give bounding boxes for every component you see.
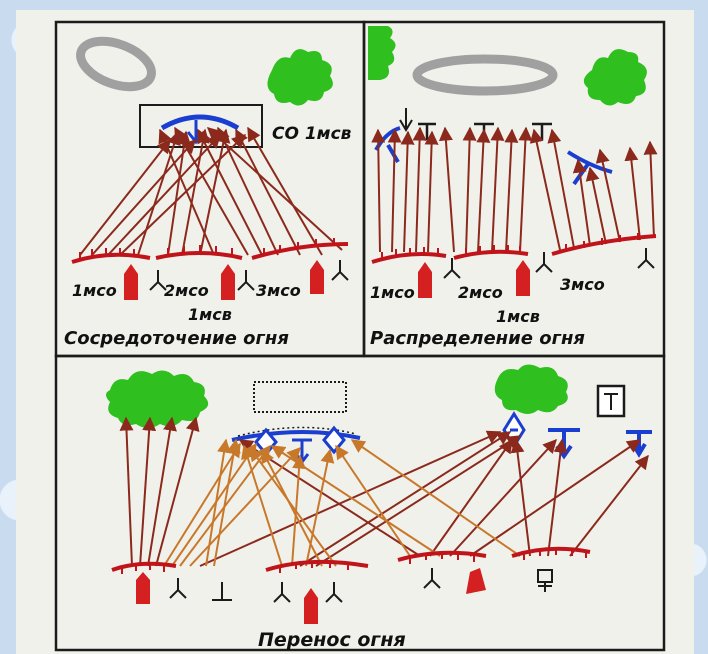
platoon-label: 1мсв <box>496 307 540 326</box>
atgm-icon <box>273 582 291 603</box>
friendly-trenches <box>71 242 349 264</box>
bmp-icon <box>304 588 318 624</box>
atgm-icon <box>423 568 441 589</box>
bmp-icon <box>124 264 138 300</box>
paper-sheet <box>16 10 694 654</box>
trench-ticks <box>381 233 639 259</box>
unit-label-1: 1мсо <box>370 283 415 302</box>
atgm-icon <box>169 578 187 599</box>
unit-label-2: 2мсо <box>458 283 503 302</box>
fire-arrows-concentration <box>79 126 343 256</box>
trench-ticks <box>79 238 335 259</box>
atgm-icon <box>535 252 553 273</box>
panel-top-left: СО 1мсв <box>64 36 352 349</box>
atgm-icon <box>443 258 461 279</box>
unit-label-2: 2мсо <box>164 281 209 300</box>
bunker-icon <box>596 384 626 418</box>
bmp-icon <box>221 264 235 300</box>
platoon-label: 1мсв <box>188 305 232 324</box>
lake-icon <box>412 54 558 96</box>
bmp-icon <box>516 260 530 296</box>
antitank-gun-icon <box>212 582 232 601</box>
bmp-icon <box>136 572 150 604</box>
atgm-icon <box>237 270 255 291</box>
atgm-icon <box>637 248 655 269</box>
atgm-icon <box>149 270 167 291</box>
panel-caption: Перенос огня <box>258 629 406 651</box>
target-area <box>253 381 347 413</box>
unit-label-1: 1мсо <box>72 281 117 300</box>
panel-caption: Сосредоточение огня <box>64 328 289 349</box>
trench-ticks <box>121 548 587 574</box>
bunker-icon <box>537 569 553 592</box>
fire-arrows-direct <box>119 416 649 567</box>
bmp-icon <box>466 568 486 594</box>
forest-icon <box>494 364 568 414</box>
unit-label-3: 3мсо <box>560 275 605 294</box>
panel-caption: Распределение огня <box>370 328 585 349</box>
bmp-icon <box>418 262 432 298</box>
forest-icon <box>368 26 396 80</box>
bmp-icon <box>310 260 324 294</box>
panel-bottom-frame <box>54 354 666 652</box>
forest-icon <box>583 49 647 106</box>
fire-arrows-transfer <box>163 438 521 567</box>
panel-bottom: Перенос огня <box>106 364 652 651</box>
target-label: СО 1мсв <box>272 124 352 144</box>
atgm-icon <box>325 582 343 603</box>
unit-label-3: 3мсо <box>256 281 301 300</box>
lake-icon <box>76 36 156 92</box>
forest-icon <box>106 370 209 428</box>
atgm-icon <box>331 260 349 281</box>
panel-top-right: 1мсо 2мсо 3мсо 1мсв Распределение огня <box>368 26 658 349</box>
forest-icon <box>267 49 333 106</box>
fire-arrows-distribution <box>371 126 658 253</box>
observation-arrow-icon <box>399 108 413 132</box>
